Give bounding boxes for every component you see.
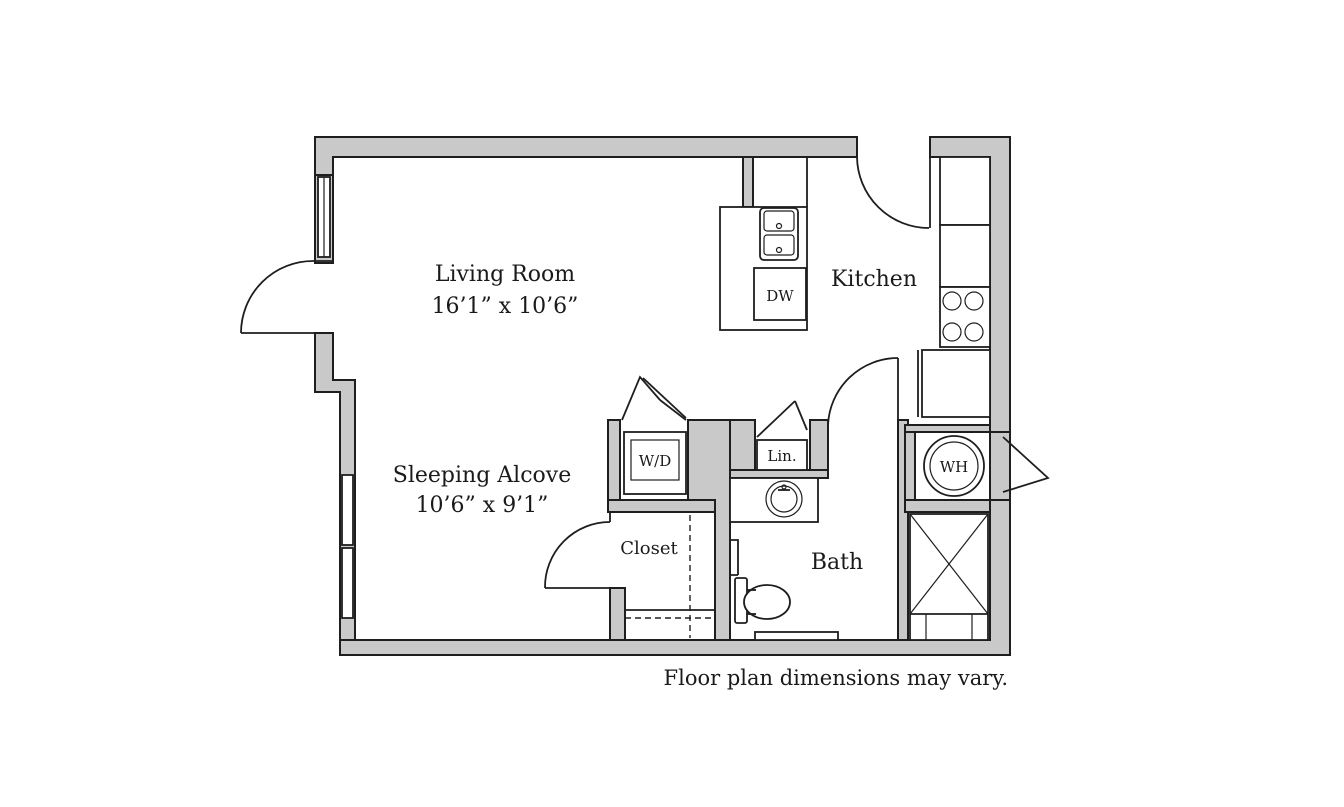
alcove-dims: 10’6” x 9’1” xyxy=(416,493,549,518)
linen-label: Lin. xyxy=(767,447,796,465)
window-left-lower-b xyxy=(341,547,354,619)
top-wall xyxy=(314,136,858,176)
bath-door xyxy=(827,357,899,426)
living-room-name: Living Room xyxy=(435,262,575,287)
washer-dryer-label: W/D xyxy=(639,452,672,470)
kitchen-counter-right xyxy=(917,156,991,418)
disclaimer-note: Floor plan dimensions may vary. xyxy=(664,666,1008,690)
interior-walls xyxy=(607,419,991,641)
closet-fixtures xyxy=(544,512,715,638)
kitchen-name: Kitchen xyxy=(831,267,917,292)
bath-fixtures xyxy=(729,477,839,641)
alcove-name: Sleeping Alcove xyxy=(393,463,571,488)
dishwasher xyxy=(753,267,807,321)
refrigerator xyxy=(921,349,991,418)
window-left-lower-a xyxy=(341,474,354,546)
entry-door-top xyxy=(856,137,931,229)
cooktop xyxy=(939,286,991,348)
water-heater-label: WH xyxy=(940,458,969,476)
windows xyxy=(317,176,354,619)
water-heater: WH xyxy=(923,435,1050,497)
living-room-dims: 16’1” x 10’6” xyxy=(432,294,579,319)
entry-door-left xyxy=(240,260,333,334)
lavatory-sink xyxy=(765,480,803,518)
kitchen-island: DW xyxy=(719,156,808,331)
washer-dryer: W/D xyxy=(621,375,687,495)
linen-closet: Lin. xyxy=(756,400,808,471)
toilet-bowl xyxy=(743,584,791,620)
closet-name: Closet xyxy=(620,538,678,559)
storage-unit xyxy=(909,513,989,641)
kitchen-sink xyxy=(759,207,799,261)
bath-name: Bath xyxy=(811,550,863,575)
dishwasher-label: DW xyxy=(766,287,794,305)
right-wall-wh xyxy=(989,431,1011,501)
